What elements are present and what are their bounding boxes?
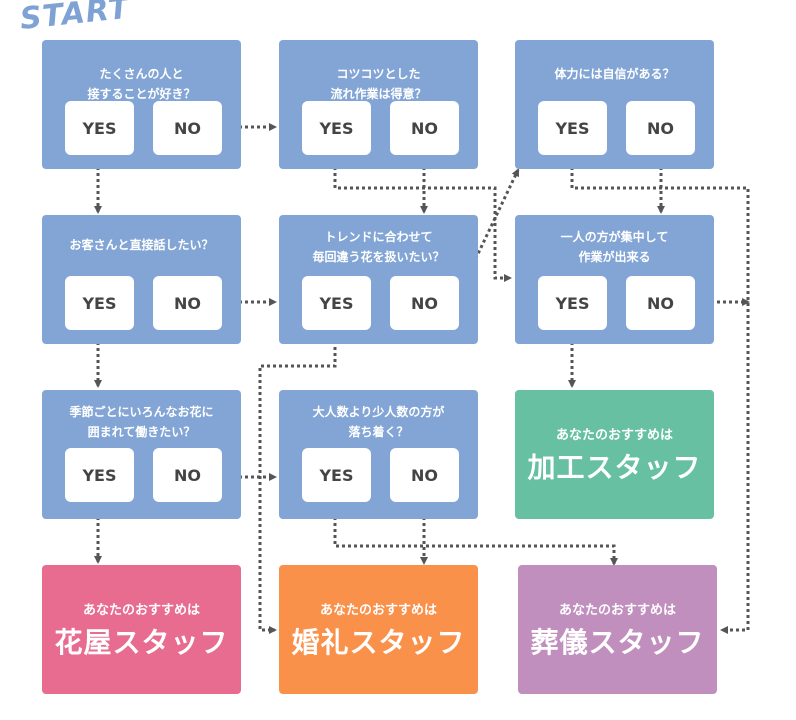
question-box-4: お客さんと直接話したい？ YES NO [42,215,241,344]
question-box-1: たくさんの人と 接することが好き？ YES NO [42,40,241,169]
arrow-q2-yes-to-q6 [333,167,512,282]
yes-button[interactable]: YES [302,276,371,330]
question-text: コツコツとした 流れ作業は得意？ [330,67,427,101]
result-subtitle: あなたのおすすめは [82,603,200,618]
question-text: 大人数より少人数の方が 落ち着く？ [312,405,445,439]
no-button[interactable]: NO [626,276,695,330]
question-box-3: 体力には自信がある？ YES NO [515,40,714,169]
arrow-q5-yes-to-result [258,329,337,634]
arrow-q8-yes-to-sougi [333,505,618,566]
result-subtitle: あなたのおすすめは [555,428,673,443]
result-title: 婚礼スタッフ [291,626,466,659]
no-button[interactable]: NO [390,101,459,155]
no-button[interactable]: NO [390,448,459,502]
question-box-8: 大人数より少人数の方が 落ち着く？ YES NO [279,390,478,519]
result-title: 加工スタッフ [527,451,702,484]
result-hanaya-staff: あなたのおすすめは 花屋スタッフ [42,565,241,694]
question-text: 季節ごとにいろんなお花に 囲まれて働きたい？ [69,405,214,439]
result-subtitle: あなたのおすすめは [558,603,676,618]
no-button[interactable]: NO [153,276,222,330]
question-box-2: コツコツとした 流れ作業は得意？ YES NO [279,40,478,169]
no-button[interactable]: NO [153,101,222,155]
question-box-5: トレンドに合わせて 毎回違う花を扱いたい？ YES NO [279,215,478,344]
no-button[interactable]: NO [626,101,695,155]
question-text: たくさんの人と 接することが好き？ [87,67,196,101]
result-subtitle: あなたのおすすめは [319,603,437,618]
yes-button[interactable]: YES [65,448,134,502]
result-kakou-staff: あなたのおすすめは 加工スタッフ [515,390,714,519]
result-title: 花屋スタッフ [54,626,229,659]
question-text: お客さんと直接話したい？ [69,238,214,252]
question-box-7: 季節ごとにいろんなお花に 囲まれて働きたい？ YES NO [42,390,241,519]
yes-button[interactable]: YES [538,101,607,155]
yes-button[interactable]: YES [538,276,607,330]
yes-button[interactable]: YES [65,276,134,330]
result-sougi-staff: あなたのおすすめは 葬儀スタッフ [518,565,717,694]
yes-button[interactable]: YES [65,101,134,155]
yes-button[interactable]: YES [302,101,371,155]
no-button[interactable]: NO [390,276,459,330]
no-button[interactable]: NO [153,448,222,502]
question-text: トレンドに合わせて 毎回違う花を扱いたい？ [312,230,445,264]
result-title: 葬儀スタッフ [530,626,705,659]
question-text: 体力には自信がある？ [554,67,675,81]
question-box-6: 一人の方が集中して 作業が出来る YES NO [515,215,714,344]
result-konrei-staff: あなたのおすすめは 婚礼スタッフ [279,565,478,694]
question-text: 一人の方が集中して 作業が出来る [560,230,669,264]
yes-button[interactable]: YES [302,448,371,502]
